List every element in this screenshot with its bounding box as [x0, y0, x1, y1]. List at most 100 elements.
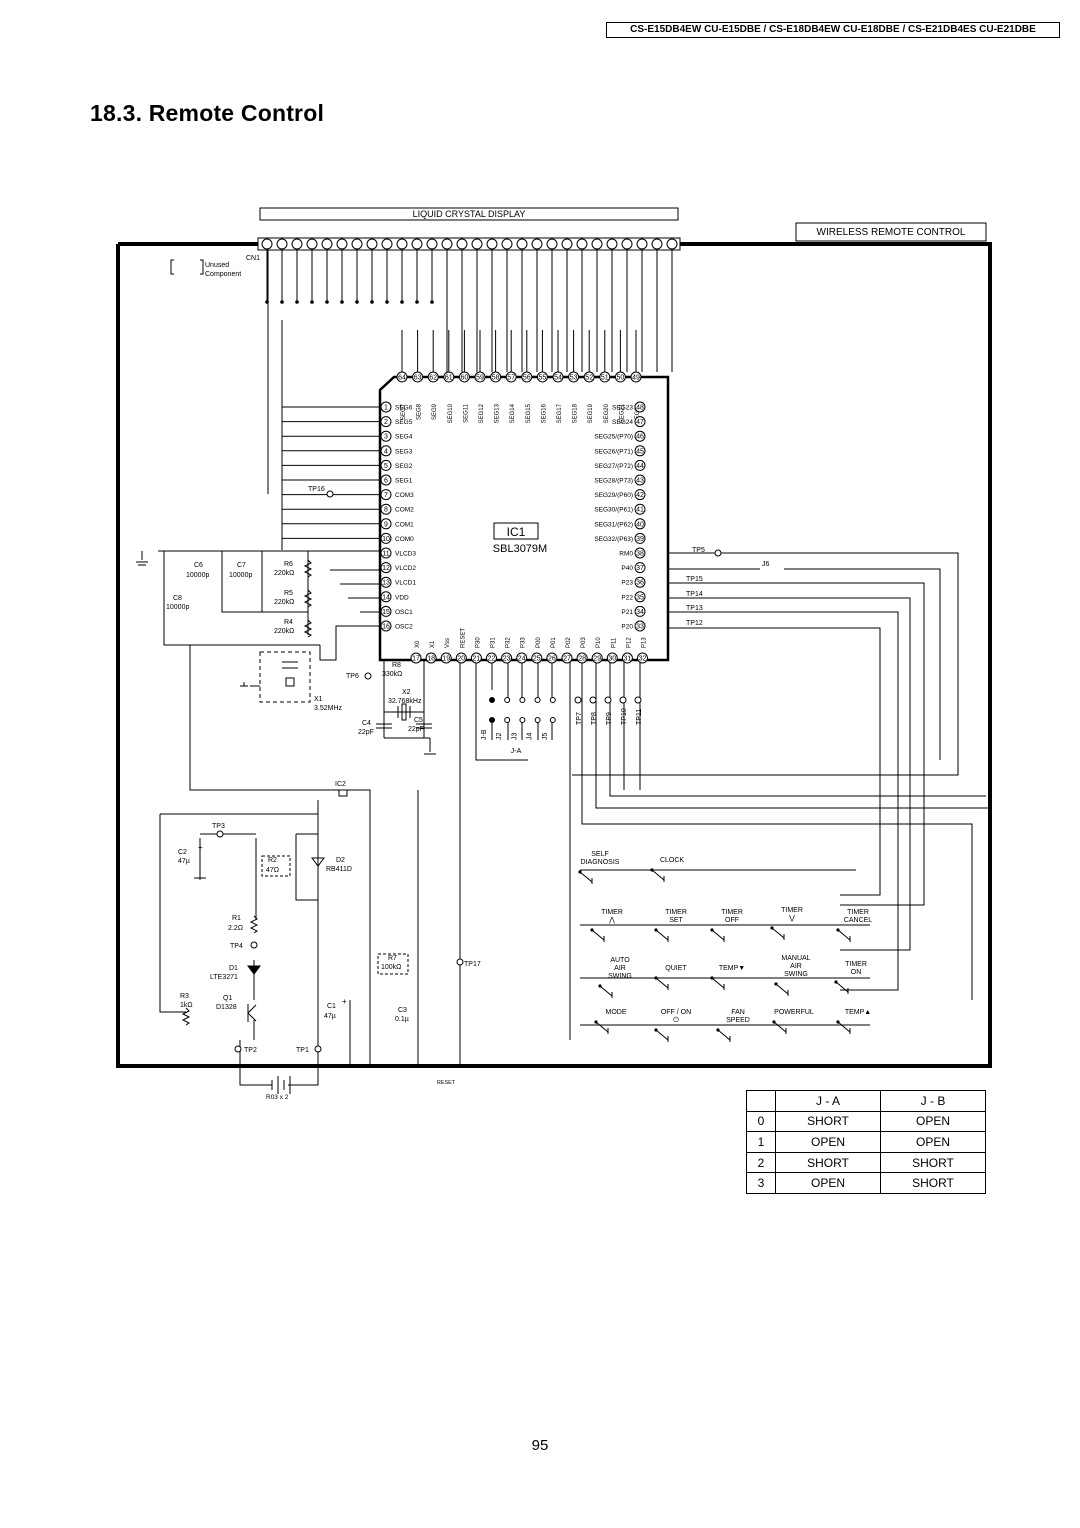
table-row: 0 SHORT OPEN	[746, 1110, 986, 1133]
lcd-connector-pin	[516, 238, 528, 250]
ic-part-number: SBL3079M	[493, 543, 547, 555]
pin-number: 48	[636, 405, 644, 412]
key-switch-symbol	[595, 1021, 609, 1034]
r7-ref: R7	[388, 955, 397, 962]
ic-right-pin	[634, 503, 646, 515]
jumper-label: J5	[542, 733, 549, 741]
page-number: 95	[531, 1437, 549, 1454]
pin-number: 57	[507, 375, 515, 382]
ic-top-pin-name: SEG15	[526, 403, 532, 423]
ic-bottom-pin-name: P13	[642, 637, 648, 648]
pin-number: 33	[636, 624, 644, 631]
junction-dot	[310, 300, 314, 304]
ic-left-pin-name: VLCD1	[395, 580, 416, 587]
r1-symbol	[249, 915, 259, 934]
key-switch-contact	[654, 928, 658, 932]
junction-dot	[400, 300, 404, 304]
ic-ref-box	[493, 522, 539, 540]
lcd-connector-pin	[381, 238, 393, 250]
tp12-label: TP12	[686, 620, 703, 627]
ic-left-pin-name: SEG6	[395, 405, 413, 412]
c2-ref: C2	[178, 849, 187, 856]
ic-bottom-pin	[425, 652, 437, 664]
pin-number: 11	[382, 551, 389, 558]
tp17-label: TP17	[464, 961, 481, 968]
c4-value: 22pF	[358, 729, 374, 736]
jumper-label: J3	[511, 733, 518, 741]
ic-bottom-pin	[470, 652, 482, 664]
lcd-connector-pin	[456, 238, 468, 250]
key-temp-down-label: TEMP▼	[719, 965, 745, 972]
ic-bottom-pin-name: P30	[475, 637, 481, 648]
c5-value: 22pF	[408, 726, 424, 733]
lcd-connector-pin	[651, 238, 663, 250]
lcd-connector-pin	[291, 238, 303, 250]
r5-symbol	[303, 589, 313, 608]
ic-left-pin	[380, 562, 392, 574]
c3-ref: C3	[398, 1007, 407, 1014]
ic-top-pin-name: SEG18	[573, 403, 579, 423]
key-auto-air-swing-label: SWING	[608, 973, 632, 980]
ic-right-pin	[634, 532, 646, 544]
ic-bottom-pin	[637, 652, 648, 664]
ic-right-pin-name: SEG26/(P71)	[594, 448, 633, 455]
pin-number: 32	[639, 656, 647, 663]
d2-value: RB411D	[326, 866, 352, 873]
tp-bottom-label: TP10	[621, 708, 628, 725]
ic-left-pin-name: COM1	[395, 521, 414, 528]
key-self-diagnosis-label: DIAGNOSIS	[581, 859, 620, 866]
ic-right-pin	[634, 518, 646, 530]
page-title: 18.3. Remote Control	[90, 100, 325, 126]
ic-right-pin	[634, 605, 646, 617]
key-manual-air-swing-label: MANUAL	[781, 955, 810, 962]
r4-symbol	[303, 619, 313, 638]
pin-number: 1	[384, 405, 388, 412]
pin-number: 34	[636, 609, 644, 616]
lcd-connector-pin	[276, 238, 288, 250]
ic-right-pin	[634, 547, 646, 559]
pin-number: 60	[461, 375, 469, 382]
ic-bottom-pin	[621, 652, 633, 664]
key-switch-contact	[836, 928, 840, 932]
pin-number: 21	[473, 656, 481, 663]
junction-dot	[355, 300, 359, 304]
ic-left-pin-name: OSC2	[395, 624, 413, 631]
r2-unused-box	[261, 855, 291, 877]
lcd-connector-pin	[531, 238, 543, 250]
key-switch-symbol	[655, 1029, 669, 1042]
key-auto-air-swing-label: AUTO	[610, 957, 630, 964]
lcd-connector-pin	[441, 238, 453, 250]
j6-label: J6	[762, 561, 770, 568]
key-switch-symbol	[771, 927, 785, 940]
jumper-table-cell: SHORT	[775, 1151, 881, 1174]
jumper-table-col-jb: J - B	[880, 1090, 986, 1112]
ic-left-pin-name: COM0	[395, 536, 414, 543]
jumper-contact	[489, 717, 495, 723]
ic-bottom-pin	[606, 652, 618, 664]
junction-dot	[415, 300, 419, 304]
ic-bottom-pin-name: P11	[611, 637, 617, 648]
lcd-connector-pin	[576, 238, 588, 250]
tp4-marker	[250, 941, 258, 949]
ic-right-pin-name: SEG28/(P73)	[594, 478, 633, 485]
ic-top-pin-name: SEG13	[495, 403, 501, 423]
legend-unused: Unused	[205, 262, 229, 269]
tp-bottom-marker	[619, 696, 627, 704]
key-switch-symbol	[655, 929, 669, 942]
key-timer-on-label: ON	[851, 969, 862, 976]
ic-left-pin-name: COM2	[395, 507, 414, 514]
q1-value: D1328	[216, 1004, 237, 1011]
key-switch-symbol	[579, 871, 593, 884]
c7-ref: C7	[237, 562, 246, 569]
ic-top-pin-name: SEG12	[479, 403, 485, 423]
ic-left-pin-name: VDD	[395, 594, 409, 601]
pin-number: 42	[636, 492, 644, 499]
ic-right-pin-name: SEG25/(P70)	[594, 434, 633, 441]
key-switch-contact	[598, 984, 602, 988]
key-switch-symbol	[837, 929, 851, 942]
ic-bottom-pin	[591, 652, 603, 664]
pin-number: 13	[382, 580, 390, 587]
ic-bottom-pin-name: P00	[536, 637, 542, 648]
key-fan-speed-label: SPEED	[726, 1017, 750, 1024]
lcd-connector-pin	[366, 238, 378, 250]
